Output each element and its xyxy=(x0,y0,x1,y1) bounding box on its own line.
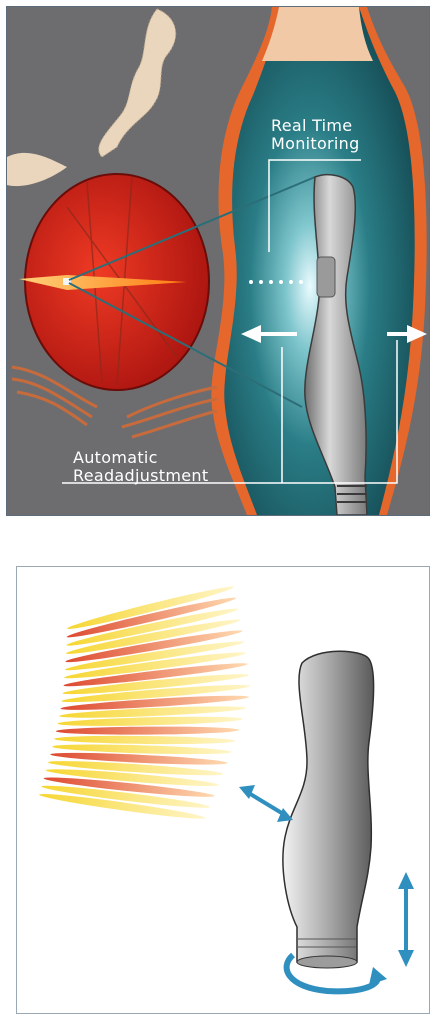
scan-diagram xyxy=(17,567,429,1013)
monitoring-diagram-panel: Real Time Monitoring Automatic Readadjus… xyxy=(6,6,430,516)
readjustment-label: Readadjustment xyxy=(73,467,208,485)
real-time-label: Real Time xyxy=(271,117,352,135)
monitoring-diagram xyxy=(7,7,429,515)
automatic-label: Automatic xyxy=(73,449,158,467)
skin-band xyxy=(262,7,373,61)
monitoring-label: Monitoring xyxy=(271,135,360,153)
probe-base xyxy=(297,956,357,968)
transducer xyxy=(317,257,335,297)
scan-diagram-panel xyxy=(16,566,430,1014)
